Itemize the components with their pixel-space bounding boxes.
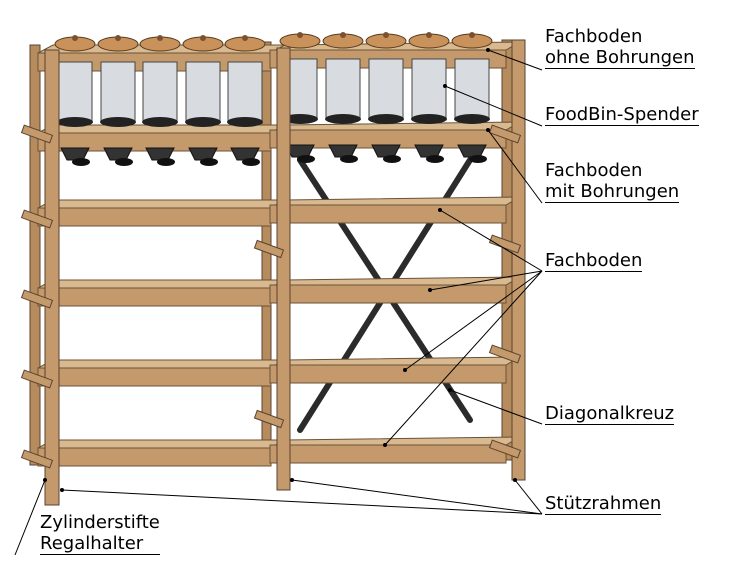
bin-dispenser-cap xyxy=(383,155,401,163)
bin-knob xyxy=(242,35,248,41)
shelf-board xyxy=(37,199,287,209)
label-line: Zylinderstifte xyxy=(40,512,160,533)
label-line: Regalhalter xyxy=(40,533,160,555)
bin-base-ring xyxy=(282,114,318,124)
bin-knob xyxy=(469,32,475,38)
bin-base-ring xyxy=(185,117,221,127)
bin-knob xyxy=(383,32,389,38)
foodbin-dispensers xyxy=(54,32,493,166)
label-stuetzrahmen: Stützrahmen xyxy=(545,493,662,515)
bin-dispenser-cap xyxy=(72,158,90,166)
shelf-front xyxy=(269,444,507,464)
bin-dispenser-spout xyxy=(457,144,487,158)
shelf-front xyxy=(269,284,507,304)
bin-container xyxy=(57,61,93,123)
label-fachboden-mit-bohrungen: Fachboden mit Bohrungen xyxy=(545,160,680,203)
label-line: Diagonalkreuz xyxy=(545,403,675,425)
bin-knob xyxy=(115,35,121,41)
bin-dispenser-cap xyxy=(157,158,175,166)
label-line: Stützrahmen xyxy=(545,493,662,515)
label-zylinderstifte-regalhalter: Zylinderstifte Regalhalter xyxy=(40,512,160,555)
bin-container xyxy=(325,58,361,120)
bin-dispenser-cap xyxy=(200,158,218,166)
bin-container xyxy=(227,61,263,123)
bin-base-ring xyxy=(57,117,93,127)
label-line: mit Bohrungen xyxy=(545,181,680,203)
bin-dispenser-spout xyxy=(103,147,133,161)
shelf-front xyxy=(37,287,272,307)
bin-knob xyxy=(72,35,78,41)
bin-knob xyxy=(297,32,303,38)
label-line: Fachboden xyxy=(545,160,643,181)
shelf-front xyxy=(269,204,507,224)
bin-base-ring xyxy=(454,114,490,124)
bin-base-ring xyxy=(411,114,447,124)
bin-dispenser-cap xyxy=(340,155,358,163)
label-fachboden-ohne-bohrungen: Fachboden ohne Bohrungen xyxy=(545,26,695,69)
leader-lines xyxy=(14,49,543,556)
bin-dispenser-spout xyxy=(145,147,175,161)
bin-dispenser-cap xyxy=(469,155,487,163)
shelf-front xyxy=(37,367,272,387)
bin-container xyxy=(368,58,404,120)
bin-base-ring xyxy=(142,117,178,127)
label-diagonalkreuz: Diagonalkreuz xyxy=(545,403,675,425)
bin-dispenser-cap xyxy=(115,158,133,166)
shelf-front xyxy=(37,447,272,467)
label-fachboden: Fachboden xyxy=(545,250,643,272)
bin-dispenser-spout xyxy=(414,144,444,158)
bin-dispenser-cap xyxy=(426,155,444,163)
bin-dispenser-spout xyxy=(60,147,90,161)
bin-dispenser-spout xyxy=(188,147,218,161)
bin-base-ring xyxy=(100,117,136,127)
shelf-board xyxy=(37,279,287,289)
label-foodbin-spender: FoodBin-Spender xyxy=(545,104,699,126)
bin-container xyxy=(454,58,490,120)
bin-dispenser-spout xyxy=(230,147,260,161)
bin-container xyxy=(100,61,136,123)
label-line: FoodBin-Spender xyxy=(545,104,699,126)
bin-knob xyxy=(157,35,163,41)
label-line: ohne Bohrungen xyxy=(545,47,695,69)
label-line: Fachboden xyxy=(545,26,643,47)
bin-base-ring xyxy=(368,114,404,124)
bin-container xyxy=(185,61,221,123)
shelf-front xyxy=(269,364,507,384)
label-line: Fachboden xyxy=(545,250,643,272)
bin-dispenser-spout xyxy=(328,144,358,158)
shelf-front xyxy=(37,207,272,227)
bin-dispenser-cap xyxy=(297,155,315,163)
shelf-board xyxy=(37,439,287,449)
leader-arrowheads xyxy=(43,48,517,492)
bin-knob xyxy=(200,35,206,41)
bin-container xyxy=(411,58,447,120)
bin-base-ring xyxy=(227,117,263,127)
bin-knob xyxy=(340,32,346,38)
bin-dispenser-spout xyxy=(371,144,401,158)
support-frame xyxy=(20,39,526,506)
bin-base-ring xyxy=(325,114,361,124)
bin-knob xyxy=(426,32,432,38)
bin-dispenser-cap xyxy=(242,158,260,166)
bin-container xyxy=(142,61,178,123)
shelf-board xyxy=(37,359,287,369)
